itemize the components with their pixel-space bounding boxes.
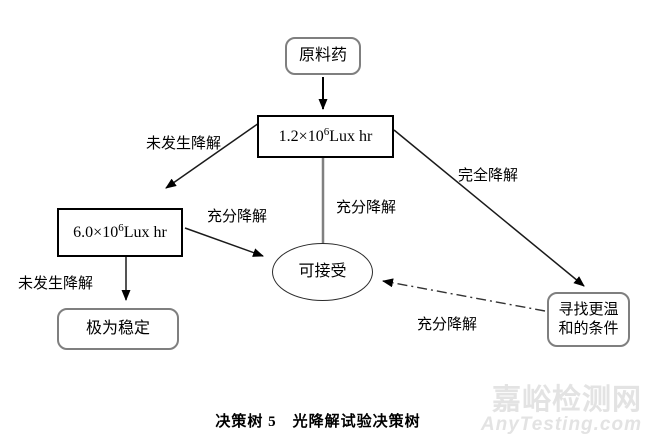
dose-2-exponent: 6 [118, 221, 124, 234]
node-dose-1-label: 1.2×106Lux hr [278, 125, 373, 147]
arrow-dose2-to-acceptable [184, 227, 264, 257]
arrow-dose1-to-milder [393, 129, 585, 287]
node-milder-conditions-line1: 寻找更温 [558, 301, 619, 318]
edge-label-full-degradation-return: 充分降解 [417, 317, 478, 333]
edge-label-no-degradation-1: 未发生降解 [146, 136, 222, 152]
node-milder-conditions-line2: 和的条件 [558, 320, 619, 337]
arrow-milder-to-acceptable-dashdot [382, 278, 546, 312]
node-dose-2: 6.0×106Lux hr [57, 208, 183, 257]
watermark-site-name: 嘉峪检测网 [491, 384, 642, 416]
node-raw-material: 原料药 [285, 37, 361, 75]
edge-label-full-degradation-center: 充分降解 [336, 200, 397, 216]
node-dose-2-label: 6.0×106Lux hr [73, 221, 167, 243]
node-dose-1: 1.2×106Lux hr [257, 115, 394, 158]
watermark: 嘉峪检测网 AnyTesting.com [481, 385, 642, 436]
dose-2-unit: Lux hr [123, 223, 167, 241]
diagram-caption: 决策树 5 光降解试验决策树 [215, 414, 421, 430]
dose-1-exponent: 6 [323, 125, 330, 138]
node-raw-material-label: 原料药 [298, 47, 347, 64]
node-milder-conditions: 寻找更温 和的条件 [547, 292, 630, 347]
edge-label-complete-degradation: 完全降解 [458, 168, 519, 184]
node-extremely-stable: 极为稳定 [57, 308, 179, 350]
node-acceptable-label: 可接受 [298, 263, 347, 280]
arrow-dose1-to-dose2 [165, 122, 260, 189]
edge-label-no-degradation-2: 未发生降解 [18, 276, 94, 292]
node-extremely-stable-label: 极为稳定 [85, 320, 150, 337]
dose-1-base: 1.2×10 [278, 127, 324, 145]
node-acceptable: 可接受 [272, 243, 373, 301]
dose-1-unit: Lux hr [329, 127, 373, 145]
dose-2-base: 6.0×10 [73, 223, 119, 241]
watermark-site-url: AnyTesting.com [480, 414, 642, 436]
edge-label-full-degradation-left: 充分降解 [207, 209, 268, 225]
